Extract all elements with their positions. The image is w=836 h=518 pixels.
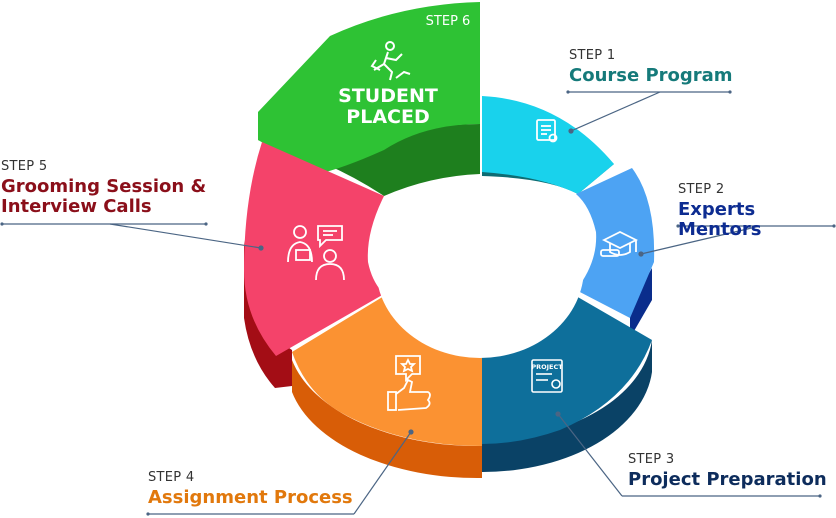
step5-title-line2: Interview Calls xyxy=(1,196,152,218)
step5-step-label: STEP 5 xyxy=(1,159,48,174)
step4-segment-side xyxy=(292,360,482,479)
leader-dots xyxy=(0,90,836,516)
step6-step-label: STEP 6 xyxy=(426,14,471,29)
step2-segment xyxy=(576,168,655,318)
project-document-icon xyxy=(531,359,563,393)
step3-title: Project Preparation xyxy=(628,469,827,491)
step2-segment-side xyxy=(630,268,652,338)
certificate-icon xyxy=(536,119,558,143)
step3-step-label: STEP 3 xyxy=(628,452,675,467)
step1-segment xyxy=(482,96,614,194)
running-achiever-icon xyxy=(370,41,411,81)
step1-step-label: STEP 1 xyxy=(569,48,616,63)
step4-segment xyxy=(292,296,482,446)
step6-title-line2: PLACED xyxy=(346,106,429,128)
interview-icon xyxy=(287,225,345,281)
leader-lines xyxy=(2,91,834,515)
step1-title: Course Program xyxy=(569,65,733,87)
step2-title: Experts Mentors xyxy=(678,199,762,241)
step5-segment xyxy=(244,142,384,356)
step4-label: STEP 4 Assignment Process xyxy=(148,470,353,509)
step2-label: STEP 2 Experts Mentors xyxy=(678,182,836,241)
thumbs-up-star-icon xyxy=(387,355,431,411)
step5-label: STEP 5 Grooming Session & Interview Call… xyxy=(1,159,207,218)
center-hole xyxy=(376,178,584,358)
step5-title-line1: Grooming Session & xyxy=(1,176,207,198)
step1-label: STEP 1 Course Program xyxy=(569,48,733,87)
step3-label: STEP 3 Project Preparation xyxy=(628,452,827,491)
graduation-cap-icon xyxy=(600,230,639,257)
step4-title: Assignment Process xyxy=(148,487,353,509)
step6-segment xyxy=(258,2,480,174)
step3-segment xyxy=(482,296,652,444)
step2-step-label: STEP 2 xyxy=(678,182,725,197)
step4-step-label: STEP 4 xyxy=(148,470,195,485)
project-icon-label: PROJECT xyxy=(531,363,563,371)
step6-title-line1: STUDENT xyxy=(338,85,438,107)
